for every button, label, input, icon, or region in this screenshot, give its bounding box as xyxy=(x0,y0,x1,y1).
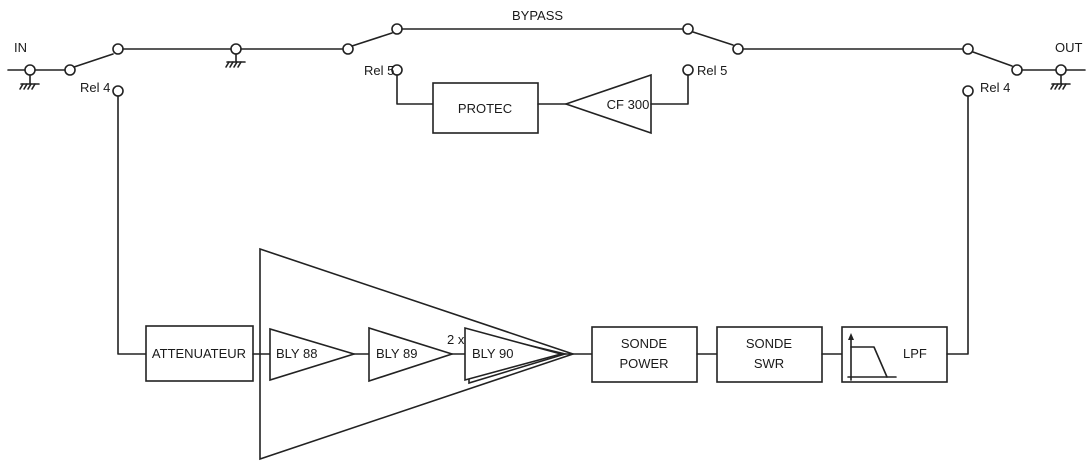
output-terminal xyxy=(1055,64,1067,76)
rel4-right-switch-arm xyxy=(972,51,1013,67)
rel5-right-protect-contact xyxy=(682,64,694,76)
rel5-left-to-protec-wire xyxy=(396,74,434,105)
bly90-multiplier-label: 2 x xyxy=(447,332,465,347)
output-section: OUT xyxy=(1021,40,1086,90)
cf300-label: CF 300 xyxy=(607,97,650,112)
rel4-left-top-contact xyxy=(112,43,124,55)
input-section: IN xyxy=(7,40,71,90)
mid-ground-terminal xyxy=(230,43,242,55)
rel5-right-bypass-contact xyxy=(682,23,694,35)
protec-label: PROTEC xyxy=(458,101,512,116)
bly88-amplifier xyxy=(269,327,357,382)
rel4-left-label: Rel 4 xyxy=(80,80,110,95)
rel4-right-bottom-contact xyxy=(962,85,974,97)
lpf-graph-arrow xyxy=(848,333,854,340)
bypass-label: BYPASS xyxy=(512,8,563,23)
rel4-right-common-contact xyxy=(1011,64,1023,76)
sonde-power-label-line2: POWER xyxy=(619,356,668,371)
rel5-right-switch: Rel 5 xyxy=(682,23,744,78)
bly88-label: BLY 88 xyxy=(276,346,317,361)
rel4-right-label: Rel 4 xyxy=(980,80,1010,95)
bly90-label: BLY 90 xyxy=(472,346,513,361)
sonde-power-label-line1: SONDE xyxy=(621,336,668,351)
sonde-swr-block xyxy=(716,326,823,383)
sonde-swr-label-line1: SONDE xyxy=(746,336,793,351)
attenuateur-block xyxy=(145,325,254,382)
rel5-left-label: Rel 5 xyxy=(364,63,394,78)
mid-ground-node xyxy=(225,43,246,68)
bly89-label: BLY 89 xyxy=(376,346,417,361)
output-label: OUT xyxy=(1055,40,1083,55)
rel5-left-common-contact xyxy=(342,43,354,55)
rel5-left-switch: Rel 5 xyxy=(342,23,403,78)
rel4-left-common-contact xyxy=(64,64,76,76)
input-ground-icon xyxy=(19,83,40,90)
rel4-left-switch: Rel 4 xyxy=(64,43,124,97)
rel5-right-switch-arm xyxy=(692,31,734,46)
cf300-to-rel5-right-wire xyxy=(650,74,689,105)
lpf-to-rel4-right-wire xyxy=(946,95,969,355)
rel4-left-to-attenuateur-wire xyxy=(117,95,147,355)
attenuateur-label: ATTENUATEUR xyxy=(152,346,246,361)
input-terminal xyxy=(24,64,36,76)
rel5-left-switch-arm xyxy=(351,32,393,47)
rel5-left-bypass-contact xyxy=(391,23,403,35)
mid-ground-icon xyxy=(225,61,246,68)
output-ground-icon xyxy=(1050,83,1071,90)
protec-block xyxy=(432,82,539,134)
bly89-amplifier xyxy=(368,326,455,383)
rel4-right-top-contact xyxy=(962,43,974,55)
lowpass-response-icon xyxy=(847,333,897,381)
input-label: IN xyxy=(14,40,27,55)
lpf-block xyxy=(841,326,948,383)
sonde-swr-label-line2: SWR xyxy=(754,356,784,371)
bly90-amplifier xyxy=(464,326,565,382)
rel4-right-switch: Rel 4 xyxy=(962,43,1023,97)
lpf-label: LPF xyxy=(903,346,927,361)
rel4-left-switch-arm xyxy=(73,53,114,68)
rel4-left-bottom-contact xyxy=(112,85,124,97)
rel5-right-common-contact xyxy=(732,43,744,55)
sonde-power-block xyxy=(591,326,698,383)
lpf-response-curve xyxy=(850,346,888,378)
rel5-right-label: Rel 5 xyxy=(697,63,727,78)
